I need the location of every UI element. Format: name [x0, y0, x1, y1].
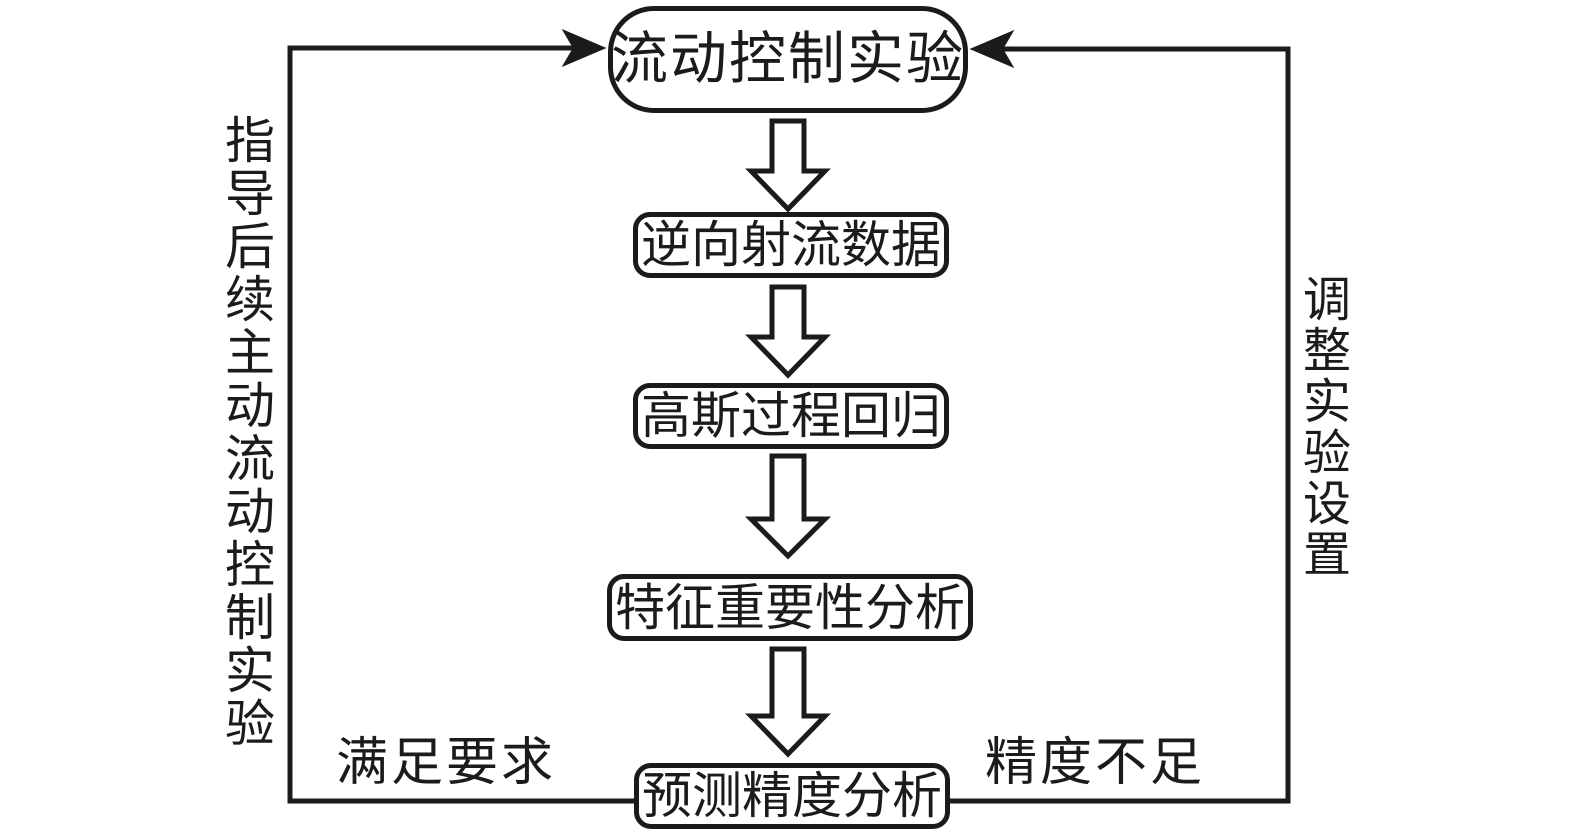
edge-label-insufficient-accuracy: 精度不足 [985, 735, 1206, 792]
node-flow-control-experiment: 流动控制实验 [608, 6, 968, 113]
right-arrowhead-icon [561, 28, 607, 68]
edge-label-satisfy-requirement: 满足要求 [336, 735, 557, 792]
down-block-arrow-3-icon [744, 453, 832, 560]
node-reverse-jet-data: 逆向射流数据 [633, 212, 949, 278]
down-block-arrow-1-icon [745, 118, 831, 213]
left-arrowhead-icon [969, 29, 1015, 69]
right-feedback-connector [945, 46, 1291, 804]
left-feedback-label: 指导后续主动流动控制实验 [218, 114, 274, 750]
left-feedback-connector [287, 45, 640, 804]
node-prediction-accuracy-analysis: 预测精度分析 [634, 763, 950, 829]
right-feedback-label: 调整实验设置 [1295, 274, 1348, 580]
down-block-arrow-2-icon [745, 284, 831, 379]
down-block-arrow-4-icon [745, 646, 831, 758]
node-gaussian-process-regression: 高斯过程回归 [633, 383, 949, 449]
node-feature-importance-analysis: 特征重要性分析 [607, 574, 973, 641]
